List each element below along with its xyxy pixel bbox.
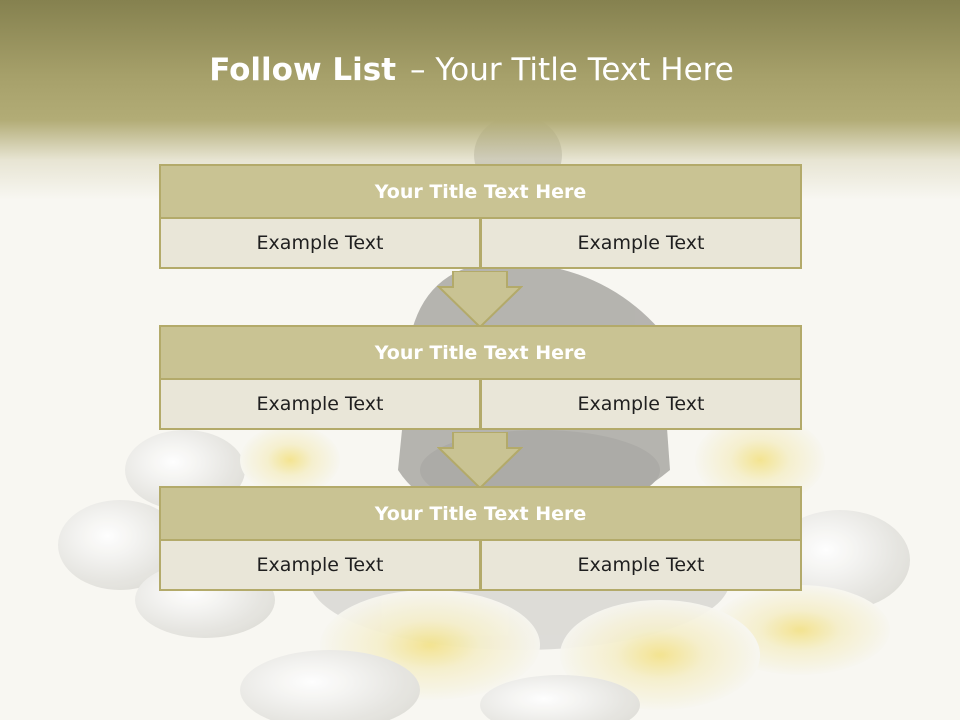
step-right-text: Example Text bbox=[481, 541, 802, 591]
down-arrow-icon bbox=[437, 432, 523, 490]
step-title: Your Title Text Here bbox=[159, 325, 802, 380]
slide-title-dash: – bbox=[410, 52, 426, 88]
step-box-2: Your Title Text Here Example Text Exampl… bbox=[159, 325, 802, 430]
step-title: Your Title Text Here bbox=[159, 164, 802, 219]
slide-title-rest: Your Title Text Here bbox=[435, 52, 734, 88]
step-title: Your Title Text Here bbox=[159, 486, 802, 541]
step-row: Example Text Example Text bbox=[159, 219, 802, 269]
step-row: Example Text Example Text bbox=[159, 380, 802, 430]
slide-title: Follow List– Your Title Text Here bbox=[0, 52, 943, 88]
step-box-3: Your Title Text Here Example Text Exampl… bbox=[159, 486, 802, 591]
step-left-text: Example Text bbox=[159, 380, 481, 430]
step-left-text: Example Text bbox=[159, 219, 481, 269]
step-right-text: Example Text bbox=[481, 380, 802, 430]
step-left-text: Example Text bbox=[159, 541, 481, 591]
slide-title-bold: Follow List bbox=[209, 52, 397, 88]
down-arrow-icon bbox=[437, 271, 523, 329]
step-box-1: Your Title Text Here Example Text Exampl… bbox=[159, 164, 802, 269]
step-row: Example Text Example Text bbox=[159, 541, 802, 591]
step-right-text: Example Text bbox=[481, 219, 802, 269]
